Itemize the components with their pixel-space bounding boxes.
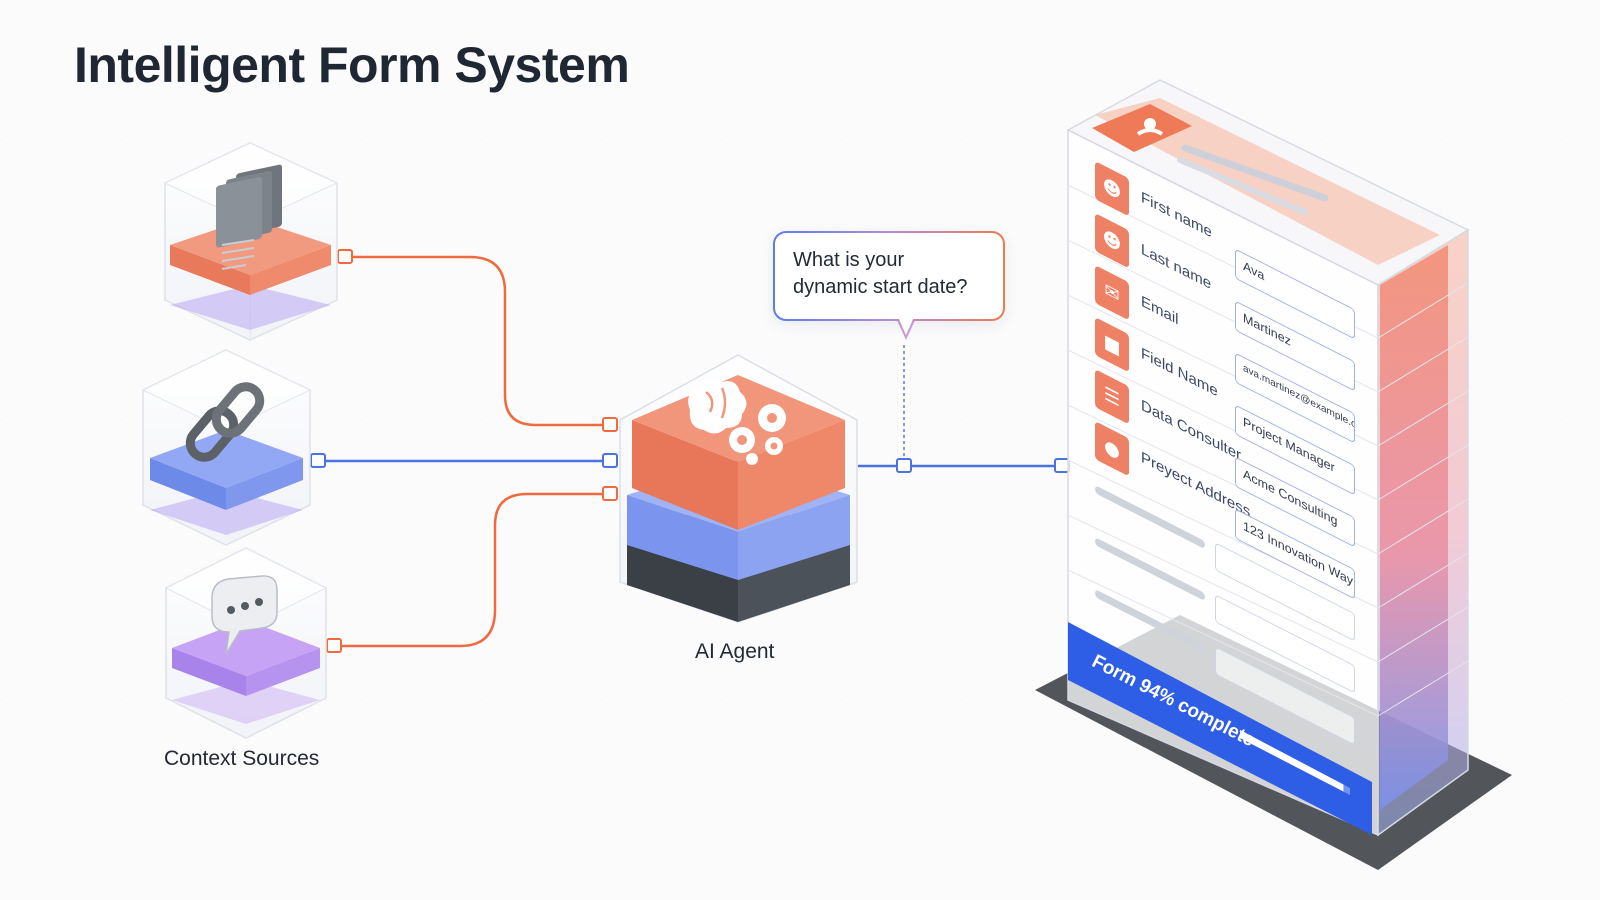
chat-bubble-icon [211, 575, 278, 655]
database-icon: ☰ [1095, 369, 1129, 425]
port-agent-out [896, 458, 912, 473]
documents-icon [216, 164, 282, 270]
context-cube-links [141, 349, 312, 546]
person-icon: ☻ [1095, 213, 1129, 269]
prompt-line-1: What is your [793, 249, 905, 271]
person-icon: ☻ [1095, 161, 1129, 217]
prompt-line-2: dynamic start date? [793, 276, 968, 298]
chain-link-icon [185, 382, 265, 462]
prompt-bubble-tail-inner [898, 317, 914, 335]
port-agent-in-2 [602, 453, 618, 468]
brain-gears-icon [688, 379, 786, 465]
connector-documents [352, 255, 610, 427]
ai-agent-cube [619, 354, 858, 623]
ai-agent-caption: AI Agent [695, 640, 775, 663]
form-tower [1035, 79, 1512, 870]
connector-messages [340, 492, 610, 648]
form-label-email: Email [1141, 292, 1179, 329]
port-documents [337, 249, 353, 264]
port-form-in [1054, 458, 1070, 473]
port-links [310, 453, 326, 468]
page-title: Intelligent Form System [74, 37, 630, 93]
envelope-icon: ✉ [1095, 265, 1129, 321]
briefcase-icon: ■ [1095, 317, 1129, 373]
port-messages [326, 638, 342, 653]
prompt-bubble: What is your dynamic start date? [773, 231, 1005, 321]
location-pin-icon: ● [1095, 421, 1129, 477]
user-card-icon [1092, 104, 1192, 152]
port-agent-in-3 [602, 486, 618, 501]
context-cube-messages [164, 547, 328, 739]
progress-fill [1240, 730, 1344, 792]
port-agent-in-1 [602, 417, 618, 432]
context-sources-caption: Context Sources [164, 747, 320, 770]
context-cube-documents [163, 142, 339, 341]
